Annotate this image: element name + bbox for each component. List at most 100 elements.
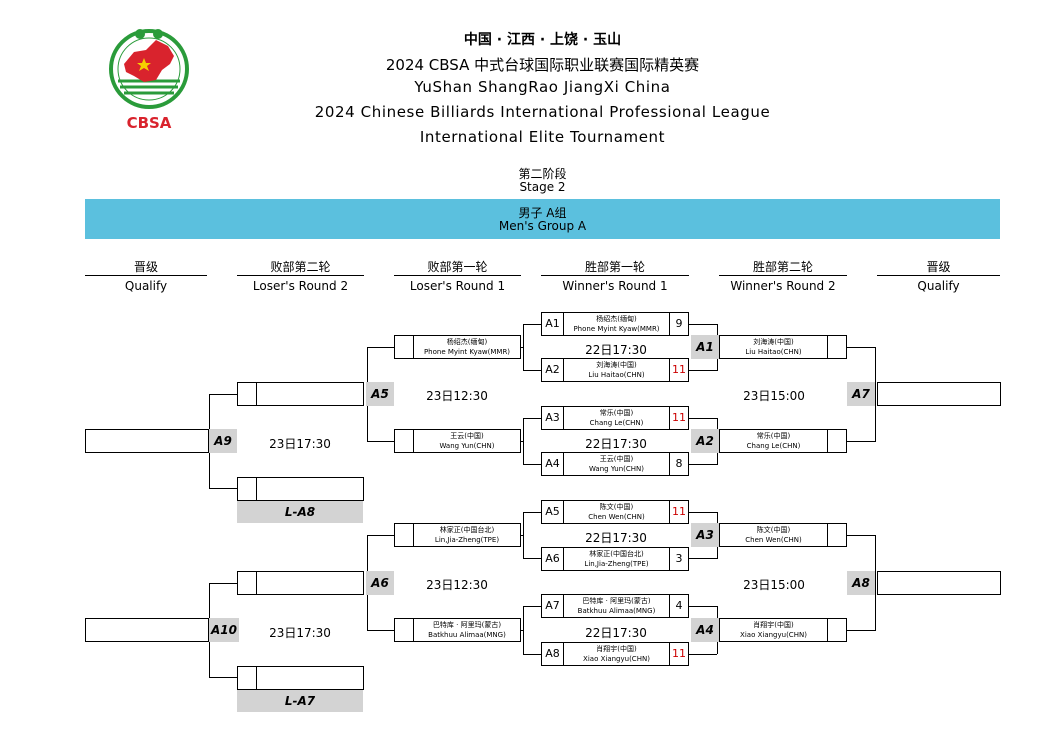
connector: [209, 583, 237, 584]
connector: [847, 441, 875, 442]
score: 4: [669, 595, 688, 617]
stage-en: Stage 2: [519, 180, 566, 194]
connector: [689, 558, 717, 559]
wr1-slot-a2: A2 刘海涛(中国) Liu Haitao(CHN) 11: [541, 358, 689, 382]
lr1-slot: 杨绍杰(缅甸) Phone Myint Kyaw(MMR): [394, 335, 521, 359]
player-name: 王云(中国)Wang Yun(CHN): [564, 454, 669, 474]
score: 11: [669, 407, 688, 429]
col-en: Qualify: [917, 279, 960, 293]
col-cn: 晋级: [133, 260, 158, 274]
player-cn: 刘海涛(中国): [596, 361, 637, 369]
score: 11: [669, 359, 688, 381]
wr1-time: 22日17:30: [585, 626, 647, 640]
wr2-slot: 陈文(中国)Chen Wen(CHN): [719, 523, 847, 547]
qualify-slot-left: [85, 429, 209, 453]
col-underline: [394, 275, 521, 276]
match-label: A10: [209, 618, 239, 642]
group-en: Men's Group A: [498, 219, 587, 233]
player-en: Batkhuu Alimaa(MNG): [577, 607, 656, 615]
qualify-slot-left: [85, 618, 209, 642]
player-name: 王云(中国)Wang Yun(CHN): [414, 431, 520, 451]
slot-cell: [827, 430, 846, 452]
lr1-slot: 林家正(中国台北)Lin,Jia-Zheng(TPE): [394, 523, 521, 547]
col-underline: [85, 275, 207, 276]
group-cn: 男子 A组: [518, 206, 567, 220]
lr2-slot: [237, 382, 364, 406]
slot-code: A2: [542, 359, 564, 381]
connector: [847, 347, 875, 348]
match-label: A1: [691, 335, 719, 359]
match-label: A6: [366, 571, 394, 595]
wr1-slot-a6: A6 林家正(中国台北)Lin,Jia-Zheng(TPE) 3: [541, 547, 689, 571]
wr1-time: 22日17:30: [585, 437, 647, 451]
col-cn: 胜部第二轮: [752, 260, 813, 274]
match-label: A2: [691, 429, 719, 453]
col-underline: [541, 275, 689, 276]
header-line4: 2024 Chinese Billiards International Pro…: [314, 103, 771, 121]
header-line2: 2024 CBSA 中式台球国际职业联赛国际精英赛: [385, 56, 700, 74]
col-losers-r1: 败部第一轮 Loser's Round 1: [394, 260, 521, 294]
connector: [847, 630, 875, 631]
slot-cell: [395, 524, 414, 546]
col-underline: [237, 275, 364, 276]
wr2-slot: 肖翔宇(中国)Xiao Xiangyu(CHN): [719, 618, 847, 642]
score: 8: [669, 453, 688, 475]
player-en: Lin,Jia-Zheng(TPE): [584, 560, 649, 568]
player-name: 肖翔宇(中国)Xiao Xiangyu(CHN): [564, 644, 669, 664]
connector: [847, 535, 875, 536]
col-qualify-left: 晋级 Qualify: [85, 260, 207, 294]
col-en: Loser's Round 2: [252, 279, 349, 293]
slot-cell: [827, 524, 846, 546]
col-underline: [719, 275, 847, 276]
player-name: 陈文(中国)Chen Wen(CHN): [564, 502, 669, 522]
match-label: A4: [691, 618, 719, 642]
stage-cn: 第二阶段: [518, 167, 567, 181]
slot-cell: [395, 336, 414, 358]
player-name: 刘海涛(中国)Liu Haitao(CHN): [720, 337, 827, 357]
lr1-slot: 王云(中国)Wang Yun(CHN): [394, 429, 521, 453]
wr1-slot-a3: A3 常乐(中国)Chang Le(CHN) 11: [541, 406, 689, 430]
slot-code: A8: [542, 643, 564, 665]
player-cn: 陈文(中国): [599, 503, 634, 511]
wr2-time: 23日15:00: [743, 578, 805, 592]
player-en: Chen Wen(CHN): [745, 536, 802, 544]
player-cn: 常乐(中国): [599, 409, 634, 417]
match-label: A8: [847, 571, 875, 595]
slot-cell: [827, 336, 846, 358]
score: 11: [669, 643, 688, 665]
player-en: Liu Haitao(CHN): [588, 371, 645, 379]
loser-drop-label: L-A8: [237, 501, 363, 523]
col-en: Winner's Round 2: [730, 279, 836, 293]
wr1-slot-a4: A4 王云(中国)Wang Yun(CHN) 8: [541, 452, 689, 476]
player-cn: 肖翔宇(中国): [753, 621, 794, 629]
player-cn: 巴特库 · 阿里玛(蒙古): [582, 597, 651, 605]
wr2-slot: 常乐(中国)Chang Le(CHN): [719, 429, 847, 453]
connector: [523, 558, 541, 559]
cbsa-logo: CBSA: [104, 26, 194, 136]
player-en: Phone Myint Kyaw(MMR): [573, 325, 660, 333]
slot-code: A5: [542, 501, 564, 523]
header-line5: International Elite Tournament: [419, 128, 666, 146]
player-cn: 杨绍杰(缅甸): [446, 338, 488, 346]
connector: [689, 606, 717, 607]
connector: [209, 488, 237, 489]
connector: [367, 441, 394, 442]
player-cn: 杨绍杰(缅甸): [596, 315, 637, 323]
connector: [689, 324, 717, 325]
player-name: 杨绍杰(缅甸) Phone Myint Kyaw(MMR): [414, 337, 520, 357]
connector: [523, 418, 524, 465]
player-en: Phone Myint Kyaw(MMR): [423, 348, 511, 356]
player-en: Wang Yun(CHN): [588, 465, 645, 473]
connector: [875, 347, 876, 442]
col-en: Winner's Round 1: [562, 279, 668, 293]
player-cn: 王云(中国): [450, 432, 484, 440]
lr2-slot: [237, 666, 364, 690]
wr1-time: 22日17:30: [585, 343, 647, 357]
connector: [523, 512, 541, 513]
player-cn: 林家正(中国台北): [439, 526, 495, 534]
player-name: 杨绍杰(缅甸) Phone Myint Kyaw(MMR): [564, 314, 669, 334]
player-name: 刘海涛(中国) Liu Haitao(CHN): [564, 360, 669, 380]
connector: [523, 418, 541, 419]
player-name: 林家正(中国台北)Lin,Jia-Zheng(TPE): [414, 525, 520, 545]
match-label: A7: [847, 382, 875, 406]
